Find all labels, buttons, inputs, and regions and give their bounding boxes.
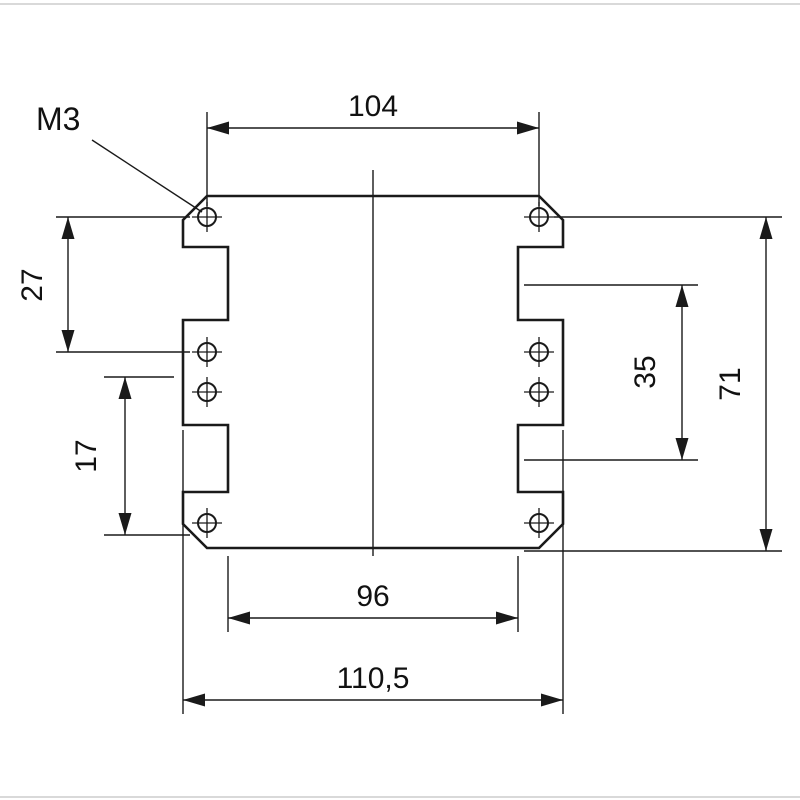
arrowhead-down (61, 330, 75, 352)
dimension-bottom-inner-width: 96 (227, 556, 519, 632)
mounting-hole-bottom-right (524, 508, 554, 538)
thread-leader-line (91, 139, 203, 213)
dimension-label-104: 104 (348, 90, 398, 123)
thread-label: M3 (36, 101, 80, 137)
dimension-label-35: 35 (629, 355, 662, 388)
arrowhead-up (675, 285, 689, 307)
mounting-hole-mid-right-lower (524, 377, 554, 407)
thread-callout: M3 (36, 101, 203, 213)
arrowhead-left (228, 611, 250, 625)
mounting-hole-mid-right-upper (524, 337, 554, 367)
dimension-label-27: 27 (16, 268, 49, 301)
mounting-hole-mid-left-lower (192, 377, 222, 407)
dimension-right-inner-spacing: 35 (524, 284, 698, 461)
dimension-label-96: 96 (356, 580, 389, 613)
dimension-right-overall-height: 71 (524, 216, 782, 552)
arrowhead-left (207, 121, 229, 135)
part-outline (181, 194, 565, 550)
dimension-label-110-5: 110,5 (337, 662, 410, 695)
arrowhead-up (118, 377, 132, 399)
arrowhead-down (759, 529, 773, 551)
dimension-label-71: 71 (714, 367, 747, 400)
mounting-hole-top-right (524, 202, 554, 232)
dimension-left-lower-offset: 17 (70, 376, 190, 536)
dimension-bottom-overall-width: 110,5 (182, 430, 564, 714)
mounting-hole-mid-left-upper (192, 337, 222, 367)
dimension-left-upper-offset: 27 (16, 216, 190, 353)
arrowhead-down (675, 438, 689, 460)
arrowhead-right (517, 121, 539, 135)
arrowhead-right (496, 611, 518, 625)
arrowhead-up (759, 217, 773, 239)
dimension-label-17: 17 (70, 439, 103, 472)
arrowhead-up (61, 217, 75, 239)
mounting-hole-bottom-left (192, 508, 222, 538)
dimension-top-hole-spacing: 104 (206, 90, 540, 206)
arrowhead-left (183, 693, 205, 707)
arrowhead-down (118, 513, 132, 535)
arrowhead-right (541, 693, 563, 707)
mounting-hole-top-left (192, 202, 222, 232)
